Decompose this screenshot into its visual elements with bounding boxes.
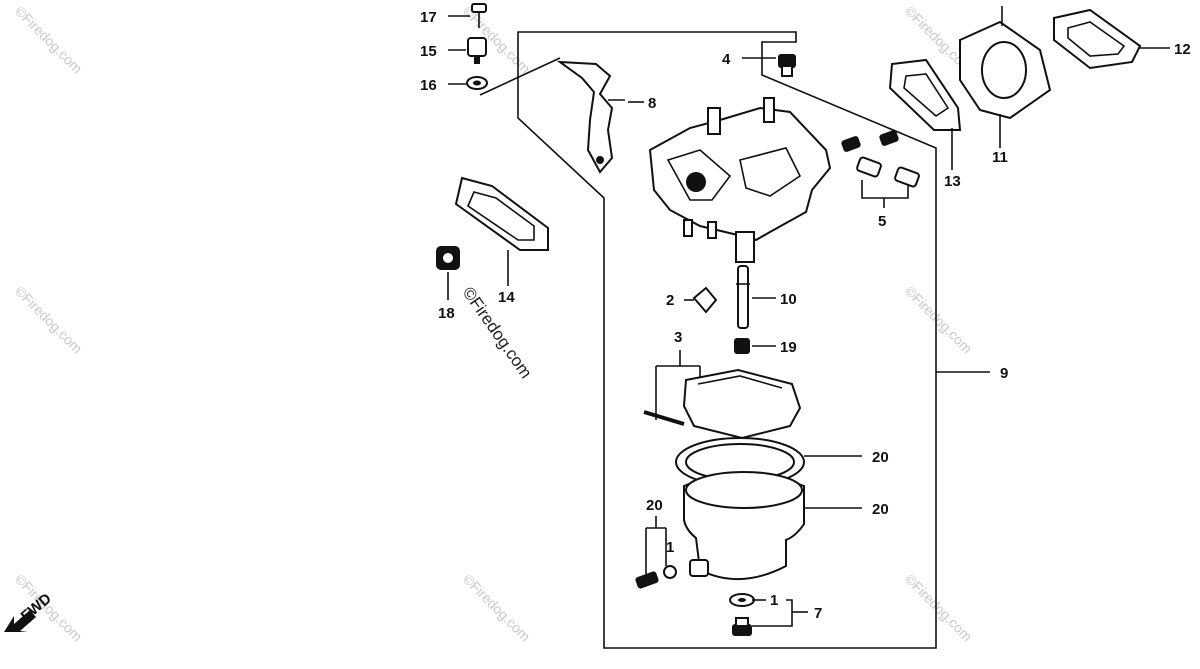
callout-7: 7 [814,605,822,622]
watermark-layer: ©Firedog.com ©Firedog.com ©Firedog.com ©… [12,3,976,645]
float-3 [643,368,802,440]
jet-15 [467,37,487,64]
watermark: ©Firedog.com [902,283,976,357]
callout-20-o-ring: 20 [872,449,889,466]
screws-5 [841,130,920,188]
callout-20-bowl: 20 [872,501,889,518]
washer-1 [729,593,755,607]
nut-18 [436,246,460,270]
callout-19: 19 [780,339,797,356]
callout-20-screw: 20 [646,497,663,514]
float-bowl [683,471,805,580]
o-ring-2 [692,286,718,314]
jet-19 [734,338,750,354]
gasket-12 [1053,8,1142,70]
callout-14: 14 [498,289,515,306]
gasket-13 [888,58,962,131]
callout-17: 17 [420,9,437,26]
leader [479,57,561,96]
callout-1-bottom: 1 [770,592,778,609]
fwd-label: FWD [18,590,55,625]
screw-17 [471,3,487,28]
watermark: ©Firedog.com [460,571,534,645]
callout-4: 4 [722,51,731,68]
watermark: ©Firedog.com [902,571,976,645]
screw-4 [778,54,796,77]
gasket-14 [454,176,549,251]
watermark: ©Firedog.com [12,283,86,357]
callout-2: 2 [666,292,674,309]
callout-12: 12 [1174,41,1191,58]
callout-8: 8 [648,95,656,112]
callout-1-left: 1 [666,539,674,556]
assembly-outline [517,31,937,649]
needle-10 [736,265,750,329]
bolt-7 [732,617,752,636]
leader-lines [447,15,1170,627]
callout-10: 10 [780,291,797,308]
callout-13: 13 [944,173,961,190]
watermark: ©Firedog.com [12,3,86,77]
callout-11: 11 [992,149,1008,166]
insulator-11 [959,6,1052,120]
callout-18: 18 [438,305,455,322]
drain-screw [635,565,677,589]
callout-9: 9 [1000,365,1008,382]
callout-3: 3 [674,329,682,346]
choke-lever-8 [556,60,625,174]
callout-15: 15 [420,43,437,60]
carburetor-body [648,97,832,263]
callout-5: 5 [878,213,886,230]
fwd-arrow-icon [4,610,36,632]
callout-labels: 17 15 16 18 14 4 8 5 13 11 12 2 10 19 3 … [420,9,1191,622]
callout-16: 16 [420,77,437,94]
washer-16 [466,76,488,90]
